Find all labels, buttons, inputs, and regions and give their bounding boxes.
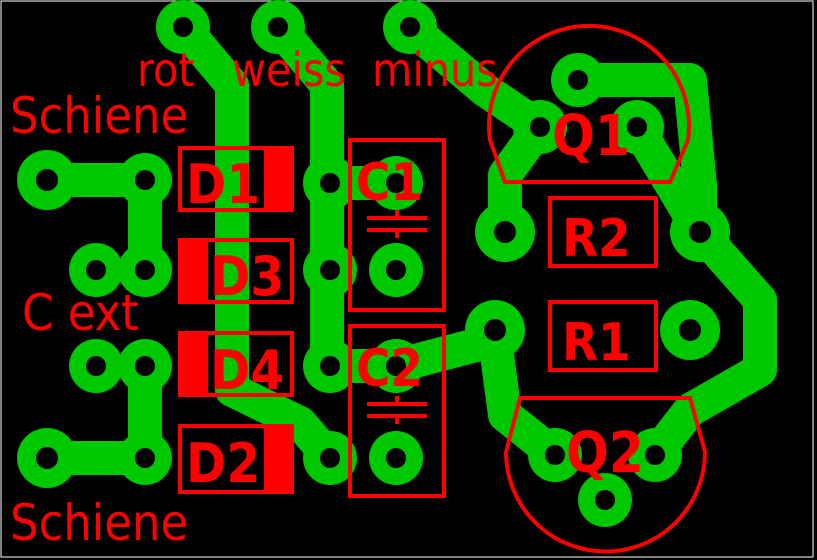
d2-cathode-band (264, 426, 292, 492)
ref-r2: R2 (562, 209, 631, 269)
trace-rot (166, 10, 347, 475)
ref-d1: D1 (186, 153, 260, 216)
pad-holes (36, 17, 711, 510)
q1-outline (487, 23, 691, 184)
label-schiene-top: Schiene (10, 87, 188, 145)
ref-q2: Q2 (566, 421, 644, 486)
r2-outline (548, 196, 658, 268)
ref-c2: C2 (356, 339, 423, 399)
label-rot: rot (137, 43, 195, 97)
label-minus: minus (372, 43, 498, 97)
c2-outline (348, 324, 446, 498)
c1-outline (348, 138, 446, 312)
silkscreen-text: rot weiss minus Schiene C ext Schiene D1… (10, 43, 644, 552)
q2-outline (503, 396, 708, 554)
d3-cathode-band (180, 240, 208, 302)
ref-d4: D4 (210, 339, 284, 402)
d1-cathode-band (264, 148, 292, 210)
ref-d3: D3 (210, 245, 284, 308)
ref-q1: Q1 (552, 104, 630, 169)
label-weiss: weiss (232, 43, 346, 97)
ref-r1: R1 (562, 313, 631, 373)
ref-c1: C1 (356, 153, 423, 213)
ref-d2: D2 (186, 432, 260, 495)
trace-q1-q2-loop (561, 63, 777, 472)
label-cext: C ext (22, 284, 139, 342)
label-schiene-bottom: Schiene (10, 494, 188, 552)
r1-outline (548, 300, 658, 372)
d4-cathode-band (180, 333, 208, 395)
silkscreen (178, 23, 708, 554)
